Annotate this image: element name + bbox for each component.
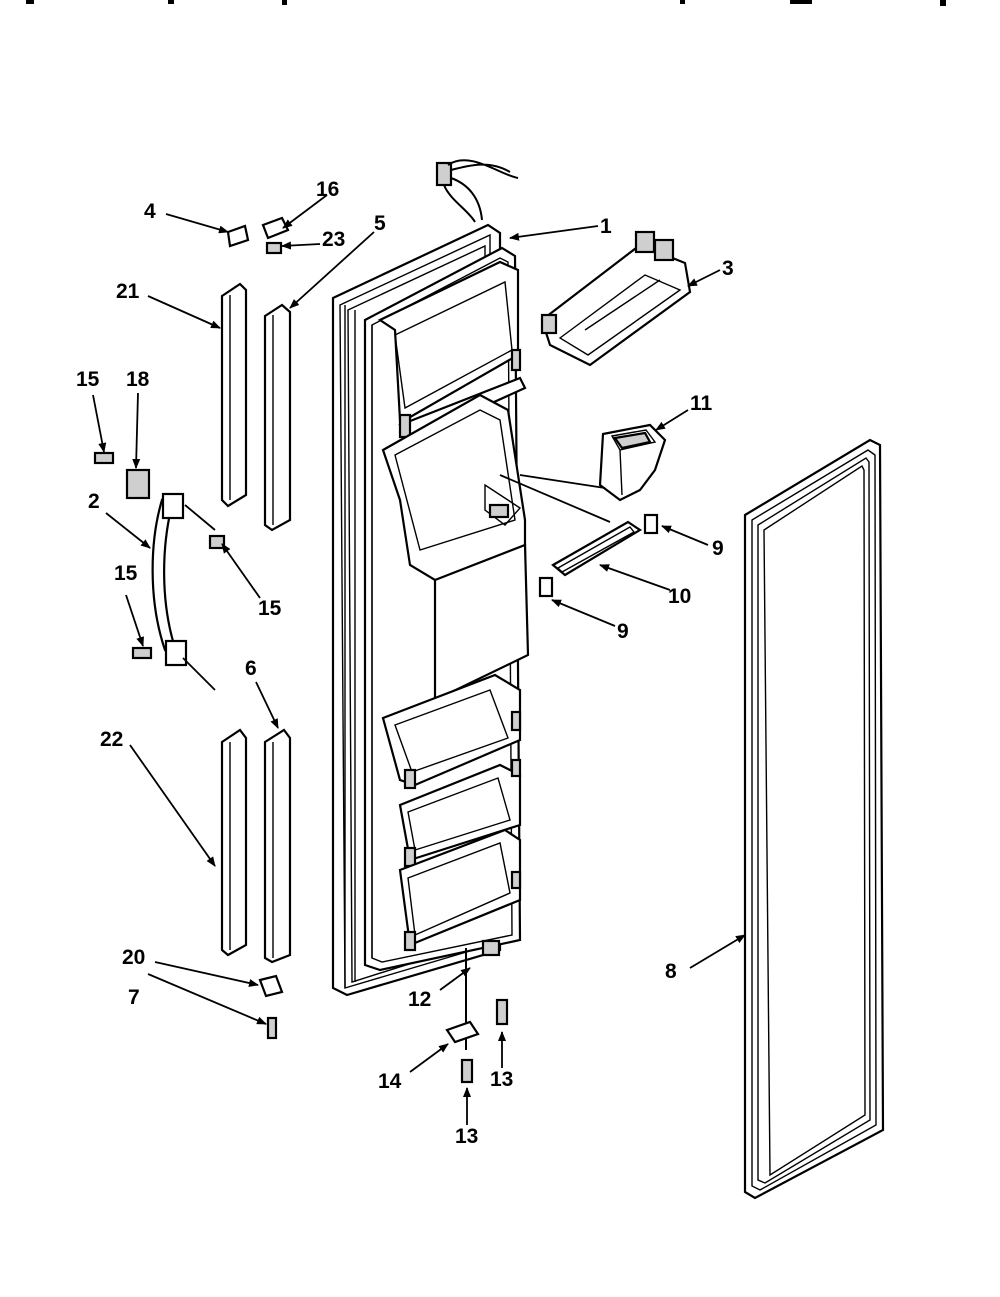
callout-3: 3 [722, 257, 734, 280]
callout-16: 16 [316, 178, 339, 201]
callout-2: 2 [88, 490, 100, 513]
door-liner-part [331, 159, 530, 997]
callout-5: 5 [374, 212, 386, 235]
bottom-trim-strips [220, 728, 292, 964]
callout-12: 12 [408, 988, 431, 1011]
callout-4: 4 [144, 200, 156, 223]
ice-chute-part [519, 423, 667, 502]
door-gasket-part [743, 438, 885, 1200]
callout-21: 21 [116, 280, 140, 303]
callout-1: 1 [600, 215, 612, 238]
callout-7: 7 [128, 986, 140, 1009]
door-bin-part [540, 230, 692, 367]
callout-15-right: 15 [258, 597, 282, 620]
callout-6: 6 [245, 657, 257, 680]
callout-23: 23 [322, 228, 345, 251]
callout-20: 20 [122, 946, 145, 969]
wire-harness [435, 159, 519, 223]
bottom-hinge-parts [258, 974, 284, 1040]
scan-artifacts [26, 0, 946, 6]
callout-15-top: 15 [76, 368, 100, 391]
top-trim-strips [220, 216, 292, 532]
door-handle-part [93, 451, 226, 691]
callout-18: 18 [126, 368, 150, 391]
callout-15-middle: 15 [114, 562, 138, 585]
callout-10: 10 [668, 585, 691, 608]
dispenser-rail-part [499, 474, 659, 598]
callout-9-bottom: 9 [617, 620, 629, 643]
callout-22: 22 [100, 728, 123, 751]
callout-9-top: 9 [712, 537, 724, 560]
callout-13-bottom: 13 [455, 1125, 478, 1148]
bottom-hardware-parts [445, 939, 509, 1084]
callout-8: 8 [665, 960, 677, 983]
callout-14: 14 [378, 1070, 402, 1093]
callout-labels: 1 3 4 16 23 5 21 15 18 2 15 15 6 22 20 7… [76, 178, 734, 1148]
callout-13-right: 13 [490, 1068, 513, 1091]
leader-lines [92, 194, 746, 1125]
callout-11: 11 [690, 392, 713, 415]
